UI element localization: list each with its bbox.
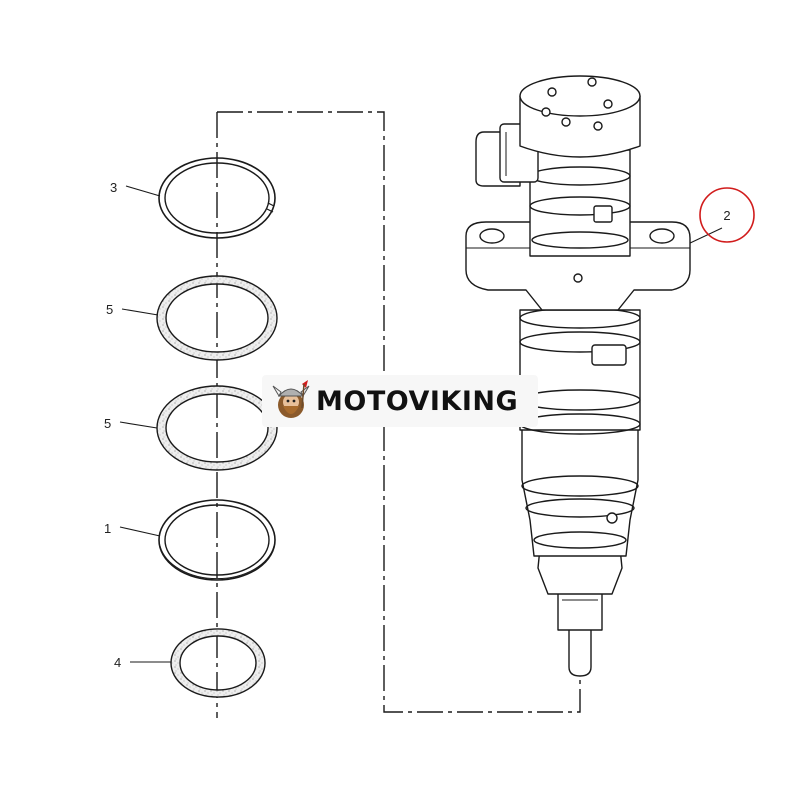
callout-injector: 2 [723, 208, 730, 223]
callout-gasket-b: 5 [104, 416, 111, 431]
highlight-circle [699, 187, 755, 243]
brand-watermark-text: MOTOVIKING [316, 385, 519, 417]
callout-ring-top: 3 [110, 180, 117, 195]
gasket-b-part [156, 385, 278, 471]
leader-lines [119, 185, 723, 663]
connector-bracket [217, 111, 581, 713]
gasket-a-part [156, 275, 278, 361]
ring-mid-part [158, 499, 276, 581]
callout-gasket-a: 5 [106, 302, 113, 317]
fuel-injector-part [465, 75, 691, 677]
watermark-banner: MOTOVIKING [262, 375, 538, 427]
callout-ring-mid: 1 [104, 521, 111, 536]
viking-mascot-icon [272, 380, 310, 418]
ring-top-part [158, 157, 276, 239]
seal-bottom-part [170, 628, 266, 698]
callout-seal-bottom: 4 [114, 655, 121, 670]
